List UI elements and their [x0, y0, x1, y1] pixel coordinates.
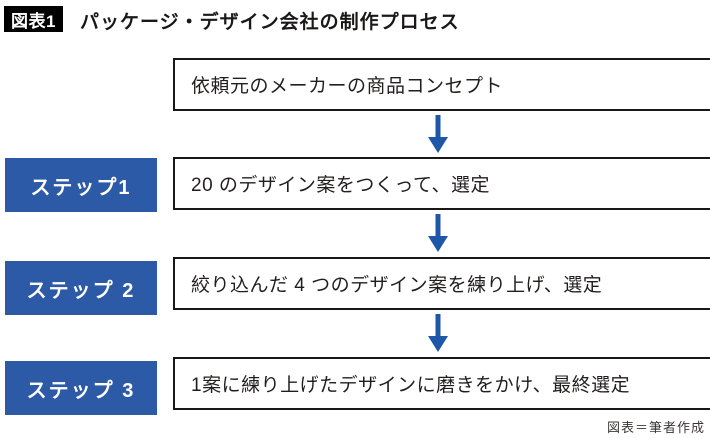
arrow-down-icon — [428, 115, 448, 153]
process-box-step-1: 20 のデザイン案をつくって、選定 — [173, 157, 710, 210]
figure-number-badge: 図表1 — [4, 6, 63, 32]
process-box-step-2: 絞り込んだ 4 つのデザイン案を練り上げ、選定 — [173, 257, 710, 310]
figure-title: パッケージ・デザイン会社の制作プロセス — [80, 12, 460, 33]
arrow-down-icon — [428, 214, 448, 252]
source-caption: 図表＝筆者作成 — [606, 420, 705, 435]
process-box-source: 依頼元のメーカーの商品コンセプト — [173, 58, 710, 111]
step-label-3: ステップ 3 — [5, 361, 157, 415]
step-label-1: ステップ1 — [5, 158, 157, 212]
arrow-down-icon — [428, 314, 448, 352]
step-label-2: ステップ 2 — [5, 261, 157, 315]
process-box-step-3: 1案に練り上げたデザインに磨きをかけ、最終選定 — [173, 357, 710, 410]
